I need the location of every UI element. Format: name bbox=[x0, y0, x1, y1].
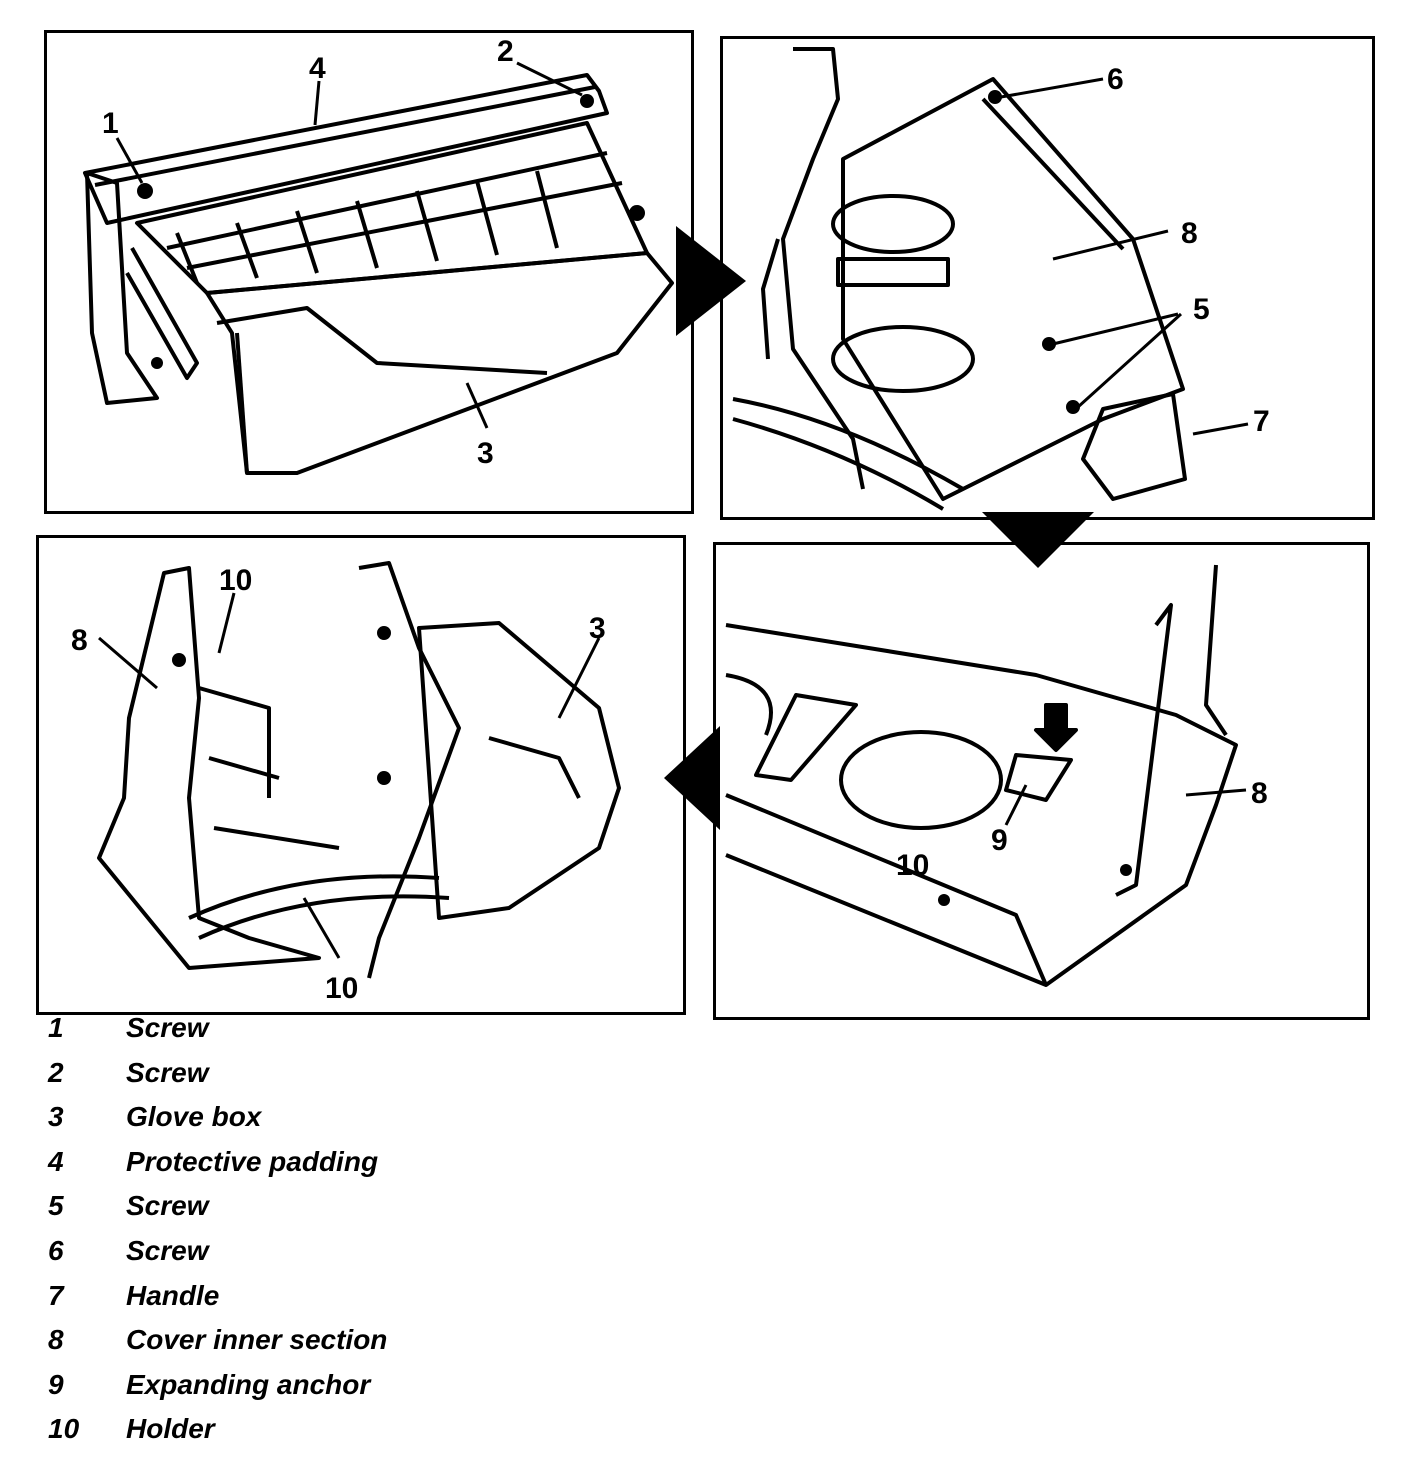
legend-number: 3 bbox=[48, 1101, 64, 1133]
legend-label: Screw bbox=[126, 1056, 209, 1088]
callout-3: 3 bbox=[589, 612, 606, 645]
parts-legend: 1 Screw 2 Screw 3 Glove box 4 Protective… bbox=[40, 1012, 640, 1458]
callout-5: 5 bbox=[1193, 293, 1210, 326]
expanding-anchor-illustration: 8 9 10 bbox=[725, 564, 1268, 987]
panel-top-left: 1 2 4 3 bbox=[44, 30, 694, 514]
legend-label: Holder bbox=[126, 1413, 215, 1445]
legend-number: 4 bbox=[48, 1145, 64, 1177]
legend-label: Screw bbox=[126, 1012, 209, 1043]
callout-2: 2 bbox=[497, 35, 514, 68]
callout-4: 4 bbox=[309, 52, 326, 85]
legend-item: 2 Screw bbox=[40, 1057, 640, 1102]
callout-8: 8 bbox=[71, 624, 88, 657]
panel-top-right: 6 8 5 7 bbox=[720, 36, 1375, 520]
callout-3: 3 bbox=[477, 437, 494, 470]
legend-number: 9 bbox=[48, 1368, 64, 1400]
legend-label: Expanding anchor bbox=[126, 1368, 371, 1400]
legend-item: 10 Holder bbox=[40, 1413, 640, 1458]
legend-item: 3 Glove box bbox=[40, 1101, 640, 1146]
cover-inner-illustration: 6 8 5 7 bbox=[732, 47, 1270, 511]
callout-7: 7 bbox=[1253, 405, 1270, 438]
glove-box-illustration: 1 2 4 3 bbox=[83, 35, 674, 475]
arrow-down-icon bbox=[982, 512, 1094, 568]
legend-number: 6 bbox=[48, 1234, 64, 1266]
legend-number: 10 bbox=[48, 1413, 80, 1445]
legend-item: 6 Screw bbox=[40, 1235, 640, 1280]
legend-number: 8 bbox=[48, 1324, 64, 1356]
legend-item: 5 Screw bbox=[40, 1190, 640, 1235]
legend-item: 8 Cover inner section bbox=[40, 1324, 640, 1369]
legend-item: 9 Expanding anchor bbox=[40, 1369, 640, 1414]
legend-label: Screw bbox=[126, 1190, 209, 1222]
callout-8: 8 bbox=[1181, 217, 1198, 250]
legend-number: 1 bbox=[48, 1012, 64, 1043]
legend-item: 7 Handle bbox=[40, 1280, 640, 1325]
arrow-left-icon bbox=[664, 726, 720, 830]
panel-bottom-left: 10 8 3 10 bbox=[36, 535, 686, 1015]
callout-10-top: 10 bbox=[219, 564, 252, 597]
legend-item: 1 Screw bbox=[40, 1012, 640, 1057]
legend-number: 5 bbox=[48, 1190, 64, 1222]
callout-1: 1 bbox=[102, 107, 119, 140]
callout-10: 10 bbox=[896, 849, 929, 882]
legend-number: 7 bbox=[48, 1279, 64, 1311]
callout-9: 9 bbox=[991, 824, 1008, 857]
panel-bottom-right: 8 9 10 bbox=[713, 542, 1370, 1020]
arrow-right-icon bbox=[676, 226, 746, 336]
legend-label: Screw bbox=[126, 1234, 209, 1266]
legend-label: Cover inner section bbox=[126, 1324, 388, 1356]
callout-8: 8 bbox=[1251, 777, 1268, 810]
legend-number: 2 bbox=[48, 1056, 64, 1088]
legend-item: 4 Protective padding bbox=[40, 1146, 640, 1191]
callout-6: 6 bbox=[1107, 63, 1124, 96]
legend-label: Protective padding bbox=[126, 1145, 379, 1177]
legend-label: Glove box bbox=[126, 1101, 262, 1133]
callout-10-bottom: 10 bbox=[325, 972, 358, 1005]
legend-label: Handle bbox=[126, 1279, 220, 1311]
holder-removal-illustration: 10 8 3 10 bbox=[71, 561, 621, 1005]
